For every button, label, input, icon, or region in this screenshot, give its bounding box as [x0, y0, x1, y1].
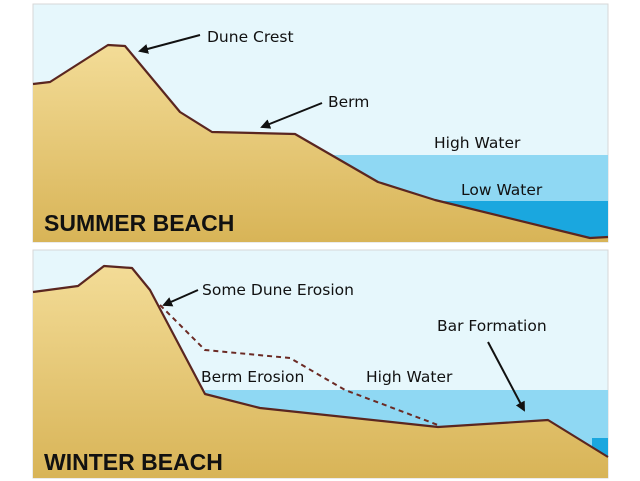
winter-beach-title: WINTER BEACH	[44, 449, 223, 475]
summer-high-water-label: High Water	[434, 134, 521, 152]
summer-profile-outline	[32, 43, 609, 240]
former-profile-dashed-line	[159, 304, 439, 426]
winter-sand-profile	[33, 266, 608, 478]
low-water-label: Low Water	[461, 181, 543, 199]
summer-beach-panel: Dune Crest Berm High Water Low Water SUM…	[32, 3, 609, 243]
bar-formation-arrow	[487, 341, 525, 412]
berm-label: Berm	[328, 93, 369, 111]
winter-profile-outline	[32, 264, 609, 458]
winter-beach-panel: Some Dune Erosion Bar Formation Berm Ero…	[32, 249, 609, 479]
winter-high-water-label: High Water	[366, 368, 453, 386]
summer-beach-title: SUMMER BEACH	[44, 210, 234, 236]
summer-sand-profile	[33, 45, 608, 242]
berm-arrow	[260, 102, 323, 129]
bar-formation-label: Bar Formation	[437, 317, 547, 335]
dune-crest-label: Dune Crest	[207, 28, 294, 46]
berm-erosion-label: Berm Erosion	[201, 368, 304, 386]
dune-erosion-arrow	[162, 289, 199, 307]
dune-crest-arrow	[138, 34, 201, 54]
dune-erosion-label: Some Dune Erosion	[202, 281, 354, 299]
